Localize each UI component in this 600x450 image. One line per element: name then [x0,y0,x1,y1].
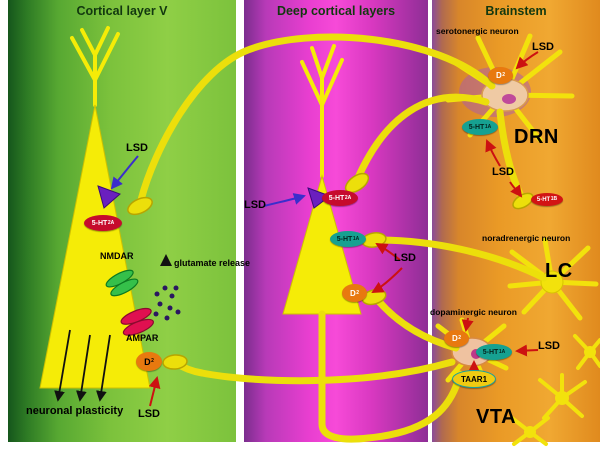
panel-title-deep: Deep cortical layers [276,4,396,18]
receptor-label-sub: 2 [458,335,462,341]
receptor-label: D [349,288,356,298]
panel-title-brainstem: Brainstem [485,4,547,18]
receptor-label: 5-HT [336,235,353,243]
receptor-label-sub: 1A [484,123,492,130]
receptor-label: D [144,356,151,367]
receptor-label-sub: 2 [356,289,360,296]
panel-deep-cortical-layers: Deep cortical layers [244,0,428,442]
region-label-drn: DRN [514,126,559,148]
region-label-lc: LC [545,260,573,282]
lsd-label-layer-v-top: LSD [126,142,148,154]
receptor-label: 5-HT [91,219,108,227]
panel-cortical-layer-v: Cortical layer V [8,0,236,442]
region-label-vta: VTA [476,406,517,428]
receptor-label: 5-HT [536,196,551,203]
noradrenergic-neuron-label: noradrenergic neuron [482,233,571,243]
nmdar-label: NMDAR [100,251,134,261]
lsd-label-drn-top: LSD [532,41,554,53]
receptor-label: TAAR1 [460,374,488,384]
receptor-label: 5-HT [482,348,499,356]
lsd-label-drn-mid: LSD [492,166,514,178]
receptor-label-sub: 2 [151,358,154,364]
lsd-label-deep-right: LSD [394,252,416,264]
receptor-label-sub: 2A [344,194,352,201]
serotonergic-neuron-label: serotonergic neuron [436,26,519,36]
lsd-label-vta: LSD [538,340,560,352]
dopaminergic-neuron-label: dopaminergic neuron [430,307,517,317]
lsd-label-layer-v-bottom: LSD [138,408,160,420]
lsd-label-deep-left: LSD [244,199,266,211]
receptor-taar1: TAAR1 [452,370,496,388]
receptor-label-sub: 1A [498,348,506,355]
ampar-label: AMPAR [126,333,159,343]
panel-title-cortical: Cortical layer V [76,4,168,18]
glutamate-release-label: glutamate release [174,258,251,268]
receptor-label-sub: 2 [502,72,506,78]
receptor-label: D [451,334,458,343]
receptor-label: D [495,71,502,80]
receptor-label-sub: 1B [550,196,558,202]
receptor-label-sub: 1A [352,235,360,242]
receptor-label: 5-HT [468,123,485,131]
receptor-label: 5-HT [328,194,345,202]
neuronal-plasticity-label: neuronal plasticity [26,405,124,417]
receptor-label-sub: 2A [107,219,115,226]
